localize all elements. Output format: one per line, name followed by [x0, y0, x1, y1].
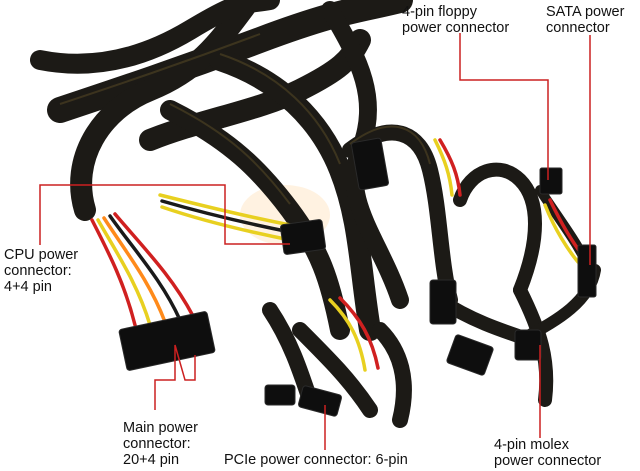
- connectors: [118, 137, 597, 417]
- cpu-power-connector: [280, 219, 326, 255]
- cable-strand: [30, 0, 280, 74]
- main-connector-label: Main power connector: 20+4 pin: [123, 420, 198, 468]
- wire: [543, 203, 580, 264]
- label-line: Main power: [123, 420, 198, 436]
- pcie-power-connector-2: [264, 384, 296, 406]
- label-line: connector: [546, 20, 610, 36]
- cable-strand: [209, 49, 381, 341]
- main-callout: [154, 344, 196, 410]
- label-line: connector:: [123, 436, 191, 452]
- wire: [433, 138, 454, 197]
- cable-strand: [453, 162, 542, 297]
- callout-lines: [39, 33, 591, 450]
- label-line: PCIe power connector: 6-pin: [224, 452, 408, 468]
- sata-connector: [577, 244, 597, 298]
- cable-strand: [160, 100, 350, 340]
- wire: [108, 214, 182, 322]
- sleeve-highlight: [219, 53, 341, 165]
- label-line: SATA power: [546, 4, 625, 20]
- cable-strand: [342, 124, 458, 308]
- sleeve-highlights: [59, 33, 431, 205]
- label-line: CPU power: [4, 247, 79, 263]
- floppy-callout: [459, 33, 549, 180]
- wire: [102, 216, 167, 324]
- molex-connector-4: [514, 329, 542, 361]
- molex-connector-2: [429, 279, 457, 325]
- main-power-connector: [118, 311, 216, 371]
- cable-strand: [513, 283, 554, 407]
- molex-connector-3: [446, 334, 494, 376]
- wire: [328, 298, 367, 372]
- label-line: 4-pin floppy: [402, 4, 477, 20]
- cable-strand: [70, 0, 261, 221]
- label-line: connector:: [4, 263, 72, 279]
- label-line: power connector: [494, 453, 602, 469]
- sleeve-highlight: [169, 103, 291, 205]
- wire: [90, 218, 137, 327]
- cpu-connector-label: CPU power connector: 4+4 pin: [4, 247, 78, 295]
- wire: [338, 296, 380, 370]
- label-line: 20+4 pin: [123, 452, 180, 468]
- wire: [160, 199, 292, 234]
- pcie-power-connector: [298, 385, 342, 417]
- sleeve-highlight: [349, 125, 431, 165]
- cable-strand: [372, 322, 412, 428]
- cpu-callout: [39, 184, 290, 245]
- label-line: 4+4 pin: [4, 279, 52, 295]
- label-line: 4-pin molex: [494, 437, 569, 453]
- floppy-connector-label: 4-pin floppy power connector: [402, 4, 509, 36]
- molex-connector-label: 4-pin molex power connector: [494, 437, 601, 469]
- floppy-connector: [539, 167, 563, 195]
- wire: [113, 212, 195, 318]
- cable-strand: [292, 322, 378, 418]
- wire: [438, 138, 462, 197]
- pcie-connector-label: PCIe power connector: 6-pin: [224, 452, 408, 468]
- molex-connector: [351, 137, 389, 191]
- wire: [96, 218, 152, 327]
- wire: [160, 205, 292, 242]
- exposed-wires: [90, 138, 587, 372]
- sata-connector-label: SATA power connector: [546, 4, 624, 36]
- label-line: power connector: [402, 20, 510, 36]
- cable-strand: [47, 0, 413, 123]
- sleeve-highlight: [59, 33, 261, 105]
- wire: [158, 193, 292, 227]
